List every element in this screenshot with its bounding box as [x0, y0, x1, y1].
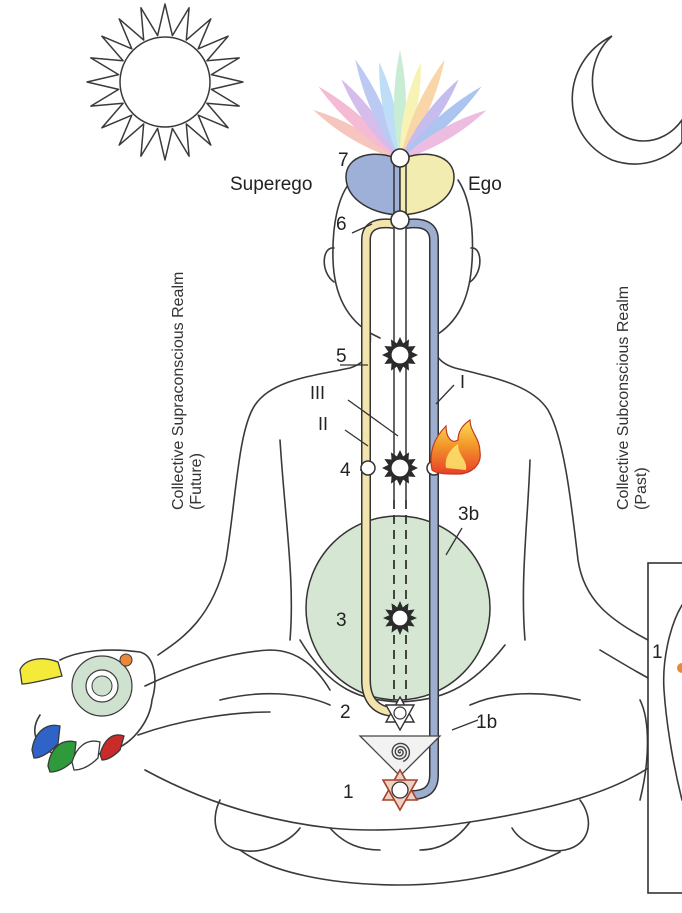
- label-chakra-1: 1: [343, 782, 354, 803]
- moon-icon: [572, 36, 682, 164]
- chakra-4-star-icon: [382, 450, 418, 486]
- chakra-6-node: [391, 211, 409, 229]
- label-chakra-7: 7: [338, 150, 349, 171]
- label-chakra-6: 6: [336, 214, 347, 235]
- lotus-rays: [313, 50, 486, 160]
- label-chakra-1b: 1b: [476, 712, 497, 733]
- label-ego: Ego: [468, 174, 502, 195]
- label-channel-ii: II: [318, 414, 328, 434]
- palm-orange-dot: [120, 654, 132, 666]
- label-channel-i: I: [460, 372, 465, 392]
- label-chakra-5: 5: [336, 346, 347, 367]
- label-chakra-2: 2: [340, 702, 351, 723]
- label-superego: Superego: [230, 174, 312, 195]
- finger-yellow: [20, 659, 62, 684]
- label-channel-iii: III: [310, 383, 325, 403]
- chakra-4-left-node: [361, 461, 375, 475]
- label-right-realm-sub: (Past): [633, 467, 650, 510]
- label-left-realm: Collective Supraconscious Realm: [170, 272, 187, 510]
- label-chakra-3b: 3b: [458, 504, 479, 525]
- label-left-realm-sub: (Future): [188, 453, 205, 510]
- label-chakra-3: 3: [336, 610, 347, 631]
- label-right-realm: Collective Subconscious Realm: [615, 286, 632, 510]
- chakra-7-node: [391, 149, 409, 167]
- label-chakra-4: 4: [340, 460, 351, 481]
- inset-label-1: 1: [652, 642, 663, 663]
- finger-red: [100, 735, 124, 760]
- inset-frame: [648, 563, 682, 893]
- sun-icon: [87, 4, 243, 160]
- chakra-1-star-icon: [383, 770, 417, 810]
- chakra-5-star-icon: [382, 337, 418, 373]
- open-hand: [20, 650, 155, 772]
